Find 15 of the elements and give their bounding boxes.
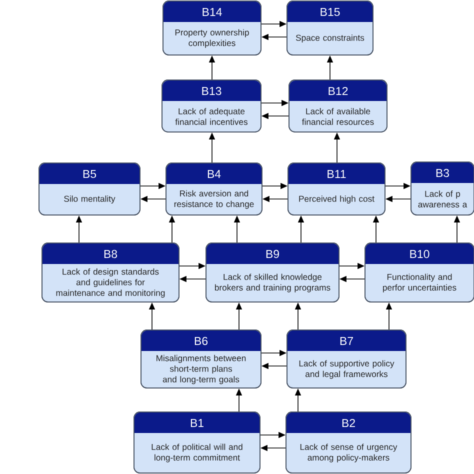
barrier-box: B9 Lack of skilled knowledge brokers and training programs bbox=[206, 242, 340, 302]
barrier-box: B4 Risk aversion and resistance to change bbox=[166, 162, 262, 216]
barrier-box: B15 Space constraints bbox=[286, 0, 374, 56]
barrier-box: B5 Silo mentality bbox=[38, 162, 140, 216]
barrier-box: B13 Lack of adequate financial incentives bbox=[162, 80, 262, 132]
barrier-box: B12 Lack of available financial resources bbox=[288, 80, 388, 132]
barrier-box: B2 Lack of sense of urgency among policy-makers bbox=[286, 412, 412, 474]
barrier-box: B6 Misalignments between short-term plans and long-term goals bbox=[140, 330, 262, 388]
barrier-box: B11 Perceived high cost bbox=[288, 162, 386, 216]
barrier-box: B10 Functionality and perfor uncertainties bbox=[364, 242, 474, 302]
barrier-box: B8 Lack of design standards and guidelines for maintenance and monitoring bbox=[42, 242, 180, 302]
barrier-box: B14 Property ownership complexities bbox=[162, 0, 262, 56]
barrier-box: B7 Lack of supportive policy and legal frameworks bbox=[286, 330, 406, 388]
barrier-box: B3 Lack of p awareness a bbox=[410, 162, 474, 216]
barrier-box: B1 Lack of political will and long-term commitment bbox=[134, 412, 260, 474]
